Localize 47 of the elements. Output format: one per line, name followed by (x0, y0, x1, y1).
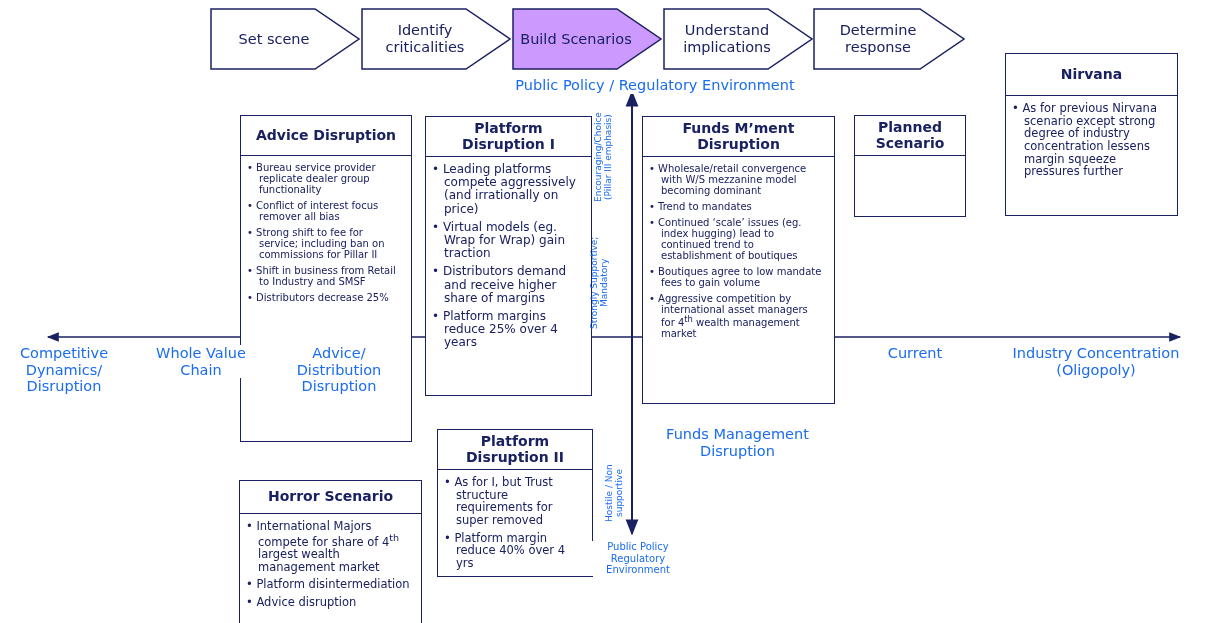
bullet-item: • Advice disruption (246, 596, 358, 609)
step-label: Build Scenarios (519, 30, 633, 48)
bullet-item: • Wholesale/retail convergence with W/S mezzanine model becoming dominant (649, 163, 808, 196)
process-step (663, 8, 813, 70)
axis-label: Encouraging/Choice (Pillar III emphasis) (593, 111, 615, 204)
bullet-item: • Bureau service provider replicate dealer group functionality (247, 162, 377, 195)
bullet-item: • Boutiques agree to low mandate fees to gain volume (649, 266, 823, 288)
card-heading: Nirvana (1059, 66, 1124, 83)
process-step (512, 8, 662, 70)
process-step (210, 8, 360, 70)
bullet-item: • Platform disintermediation (246, 578, 411, 592)
card-heading: Advice Disruption (254, 127, 398, 144)
scenario-card (425, 116, 592, 396)
step-label: Set scene (237, 30, 311, 48)
axis-label: Strongly Supportive; Mandatory (589, 236, 611, 330)
axis-label: Funds Management Disruption (665, 426, 810, 460)
step-label: Determine response (838, 22, 918, 56)
card-heading: Horror Scenario (266, 489, 395, 505)
scenario-card (854, 115, 966, 217)
step-label: Identify criticalities (384, 22, 466, 56)
bullet-item: • Leading platforms compete aggressively (and irrationally on price) (432, 163, 577, 216)
bullet-item: • Platform margins reduce 25% over 4 years (432, 309, 559, 350)
process-step (813, 8, 965, 70)
bullet-item: • Strong shift to fee for service; including ban on commissions for Pillar II (247, 227, 386, 260)
scenario-card (437, 429, 593, 577)
bullet-item: • Virtual models (eg. Wrap for Wrap) gain traction (432, 220, 566, 261)
bullet-item: • Aggressive competition by international asset managers for 4$^{th}$ wealth management market (649, 293, 809, 340)
scenario-card (642, 116, 835, 404)
bullet-item: • Distributors decrease 25% (247, 292, 390, 303)
card-heading: Planned Scenario (874, 120, 946, 151)
scenario-card (239, 480, 422, 623)
axis-label: Hostile / Non supportive (604, 463, 626, 524)
scenario-card (1005, 53, 1178, 216)
bullet-item: • Trend to mandates (649, 201, 753, 212)
bullet-item: • Continued ‘scale’ issues (eg. index hugging) lead to continued trend to establishment of boutiques (649, 217, 803, 261)
bullet-item: • Conflict of interest focus remover all bias (247, 200, 380, 222)
bullet-item: • International Majors compete for share of 4$^{th}$ largest wealth management market (246, 520, 401, 574)
card-heading: Platform Disruption II (465, 434, 565, 465)
card-heading: Platform Disruption I (461, 121, 556, 152)
bullet-item: • Shift in business from Retail to Industry and SMSF (247, 265, 397, 287)
bullet-item: • As for previous Nirvana scenario except strong degree of industry concentration lessens margin squeeze pressures further (1012, 102, 1158, 178)
bullet-item: • Platform margin reduce 40% over 4 yrs (444, 531, 567, 570)
process-step (361, 8, 511, 70)
card-heading: Funds M’ment Disruption (681, 121, 796, 152)
bullet-item: • As for I, but Trust structure requirements for super removed (444, 476, 554, 527)
step-label: Understand implications (682, 22, 772, 56)
bullet-item: • Distributors demand and receive higher share of margins (432, 265, 568, 305)
